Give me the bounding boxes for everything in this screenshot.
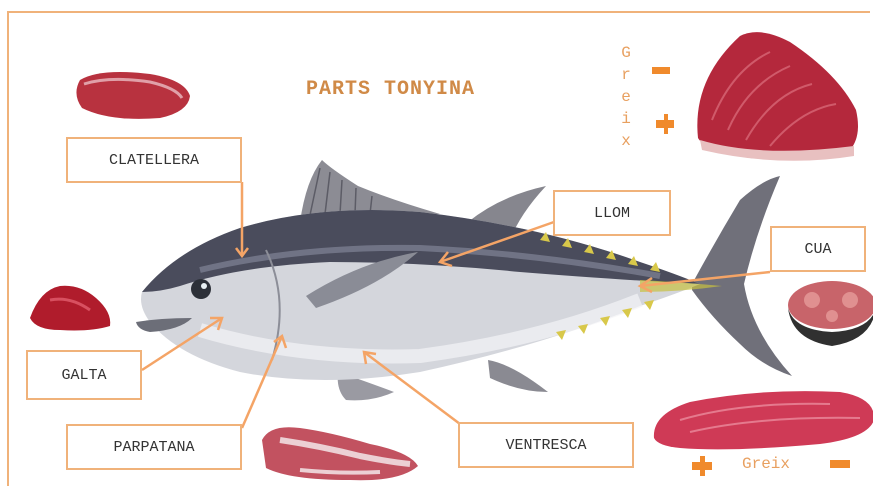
- meat-cut-top-left-image: [76, 72, 190, 119]
- minus-icon: [652, 67, 670, 74]
- meat-cut-left-image: [30, 286, 110, 331]
- minus-icon-bottom: [830, 460, 850, 468]
- label-parpatana: PARPATANA: [66, 424, 242, 470]
- label-llom: LLOM: [553, 190, 671, 236]
- fat-letter: G: [618, 42, 634, 64]
- meat-cut-top-right-image: [697, 32, 858, 161]
- meat-cut-bottom-image: [262, 427, 418, 480]
- plus-icon: [656, 114, 674, 134]
- label-clatellera: CLATELLERA: [66, 137, 242, 183]
- label-cua: CUA: [770, 226, 866, 272]
- fat-scale-horizontal-label: Greix: [742, 455, 790, 473]
- plus-icon-bottom: [692, 456, 712, 476]
- meat-cut-right-steak-image: [788, 281, 873, 346]
- fish-eye: [191, 279, 211, 299]
- fat-scale-vertical-label: G r e i x: [618, 42, 634, 152]
- meat-cut-bottom-right-image: [654, 391, 873, 449]
- label-ventresca: VENTRESCA: [458, 422, 634, 468]
- fat-letter: x: [618, 130, 634, 152]
- fat-letter: r: [618, 64, 634, 86]
- anal-fin: [488, 360, 548, 392]
- page-title: PARTS TONYINA: [306, 78, 475, 101]
- label-galta: GALTA: [26, 350, 142, 400]
- fat-letter: e: [618, 86, 634, 108]
- fat-letter: i: [618, 108, 634, 130]
